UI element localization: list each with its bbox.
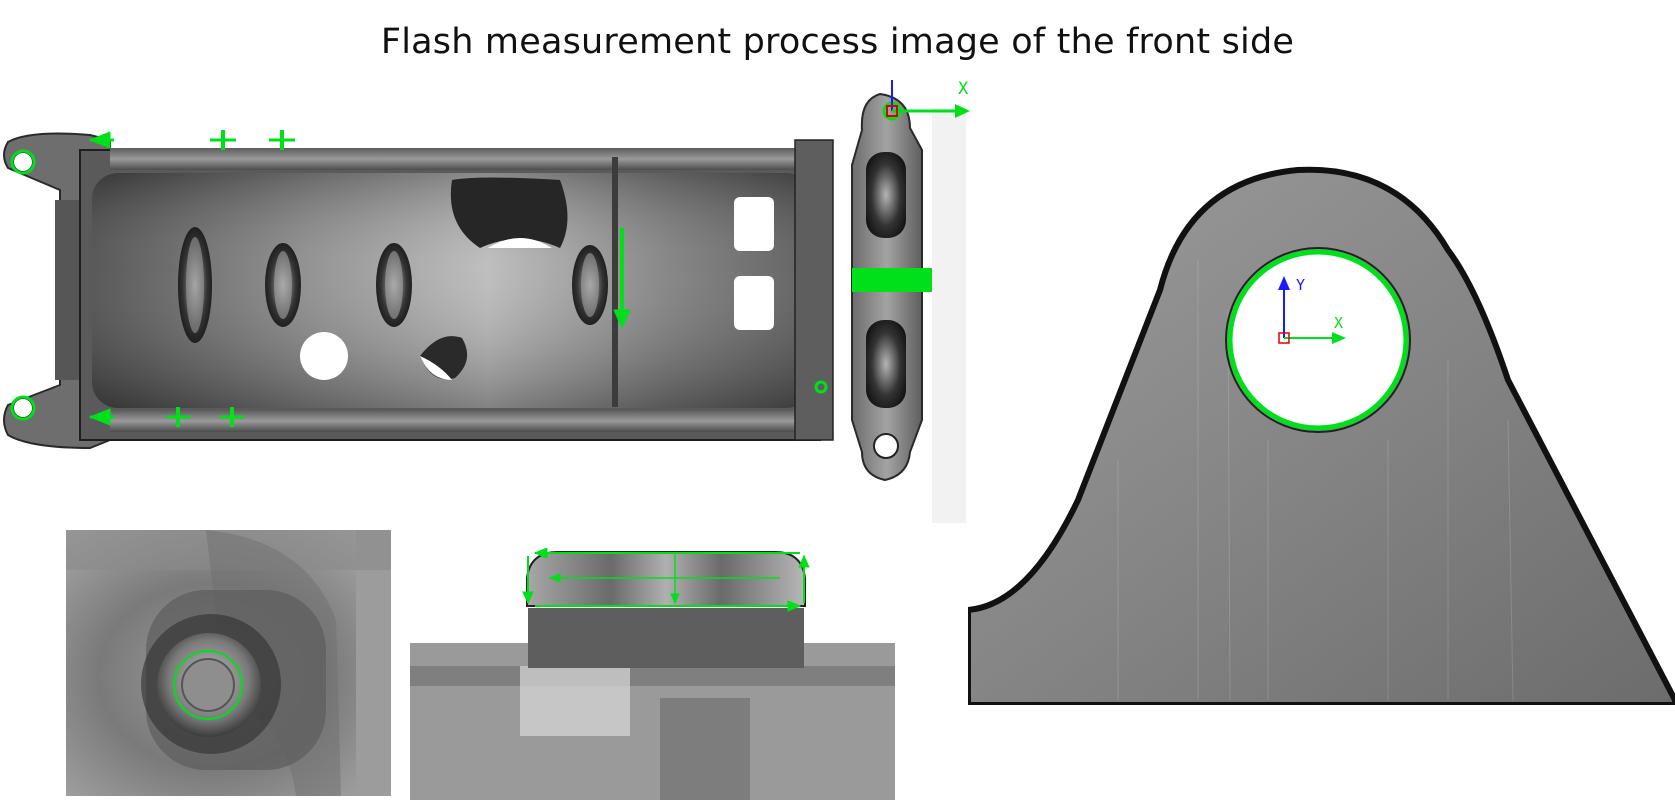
flash-edge-detail-image [410, 548, 895, 800]
green-measurement-markers [10, 101, 932, 427]
front-side-overview-image: X [0, 80, 970, 525]
square-hole [734, 197, 774, 251]
round-hole [300, 332, 348, 380]
measured-circle [173, 650, 243, 720]
top-rail [110, 148, 810, 170]
coordinate-axis: Y X [1278, 276, 1346, 344]
mounting-ear-zoom-image: Y X [968, 160, 1675, 705]
bottom-rail [110, 410, 810, 432]
surface-texture [1117, 260, 1514, 701]
flash-tab [526, 551, 806, 607]
y-axis-label: Y [1296, 276, 1305, 294]
coordinate-axis: X [886, 80, 970, 118]
page-title: Flash measurement process image of the f… [380, 22, 1295, 62]
x-axis-label: X [958, 80, 969, 99]
mounting-ear [968, 166, 1675, 705]
stiffener [612, 157, 618, 407]
x-axis-label: X [1334, 314, 1343, 332]
cutout [450, 177, 568, 248]
weld-nut-detail-image [66, 530, 391, 796]
square-hole [734, 276, 774, 330]
flash-measurement-lines [522, 548, 810, 612]
measured-hole [1227, 249, 1409, 431]
